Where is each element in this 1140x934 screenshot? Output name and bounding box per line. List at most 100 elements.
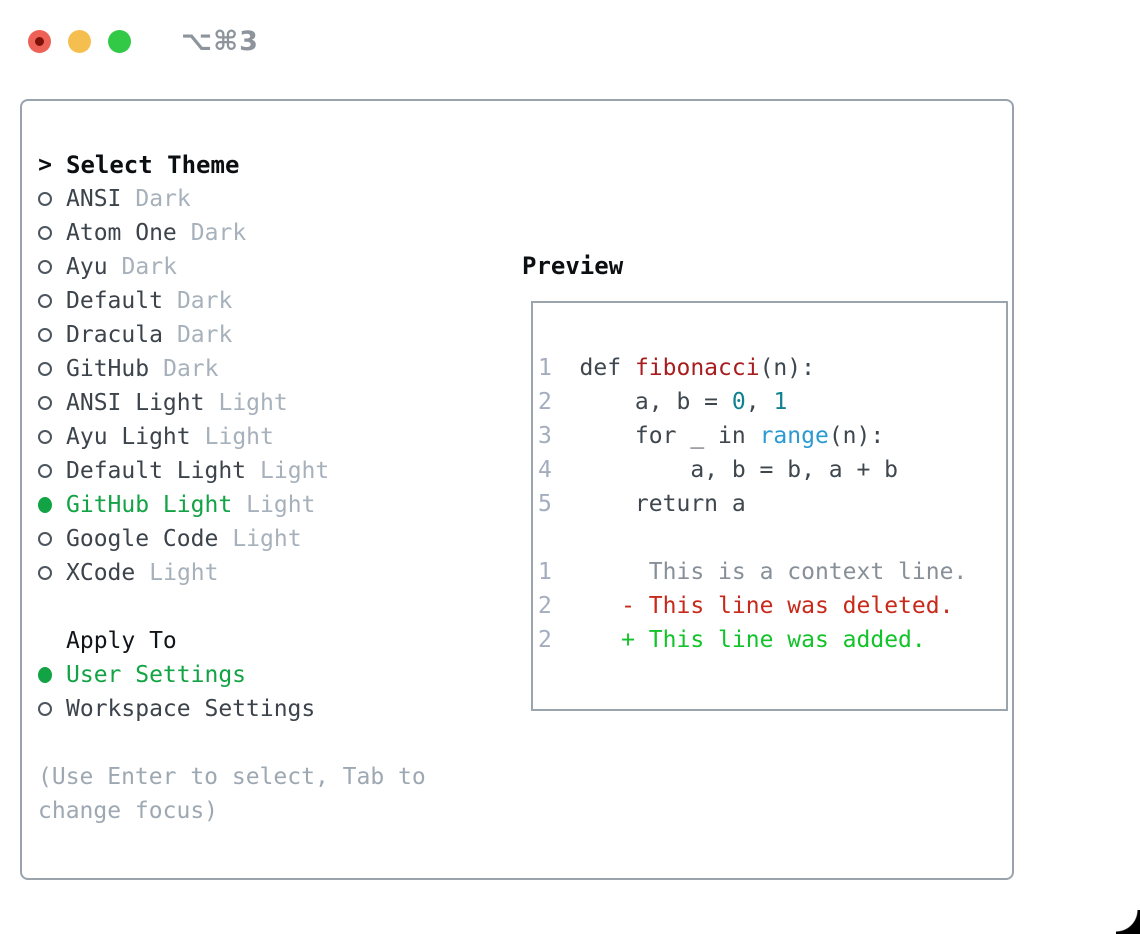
select-theme-header: > Select Theme [38,148,426,182]
theme-name: Google Code [66,526,219,552]
theme-option[interactable]: Default Light Light [38,454,426,488]
theme-variant: Dark [190,220,247,246]
radio-slot [38,454,52,488]
radio-icon [38,362,52,376]
close-button-icon[interactable] [28,30,51,53]
code-token-number: 1 [773,389,788,415]
code-token-plain: (n): [828,423,885,449]
code-token-plain: (n): [759,355,815,381]
select-theme-title: Select Theme [66,151,240,179]
radio-icon [38,566,52,580]
code-line: 5 return a [538,487,1006,521]
theme-variant: Light [232,526,302,552]
radio-icon [38,328,52,342]
radio-slot [38,488,52,522]
theme-variant: Light [246,492,316,518]
radio-slot [38,522,52,556]
code-token-function: fibonacci [634,355,760,381]
code-token-number: 0 [731,389,746,415]
code-token-plain: return a [579,491,746,517]
theme-name: GitHub Light [66,492,233,518]
theme-option[interactable]: Ayu Light Light [38,420,426,454]
line-number: 2 [538,627,622,653]
apply-to-title: Apply To [66,628,177,654]
blank-line [538,521,1006,555]
line-number: 3 [538,423,580,449]
diff-text-context: This is a context line. [621,559,968,585]
line-number: 1 [538,355,580,381]
radio-selected-icon [38,497,52,513]
radio-slot [38,318,52,352]
theme-variant: Dark [163,356,219,382]
theme-name: Ayu Light [66,424,191,450]
radio-icon [38,702,52,716]
apply-to-header-row: Apply To [38,624,426,658]
radio-slot [38,386,52,420]
screenshot-rounded-corner [1116,910,1140,934]
empty-slot [38,624,52,658]
hint-text: (Use Enter to select, Tab to change focus… [38,760,426,828]
radio-slot [38,420,52,454]
line-number: 2 [538,389,580,415]
radio-slot [38,692,52,726]
code-line: 4 a, b = b, a + b [538,453,1006,487]
diff-text-added: + This line was added. [621,627,926,653]
line-number: 1 [538,559,622,585]
diff-preview: 1 This is a context line.2 - This line w… [538,555,1006,657]
radio-slot [38,352,52,386]
radio-slot [38,216,52,250]
theme-variant: Dark [176,288,233,314]
keyboard-shortcut-label: ⌥⌘3 [181,26,259,57]
radio-slot [38,556,52,590]
theme-option[interactable]: ANSI Light Light [38,386,426,420]
radio-icon [38,260,52,274]
theme-option[interactable]: Google Code Light [38,522,426,556]
code-line: 2 a, b = 0, 1 [538,385,1006,419]
diff-line: 2 - This line was deleted. [538,589,1006,623]
theme-name: Dracula [66,322,163,348]
code-token-plain: for _ in [579,423,760,449]
radio-selected-icon [38,667,52,683]
line-number: 5 [538,491,580,517]
minimize-button-icon[interactable] [68,30,91,53]
radio-icon [38,464,52,478]
apply-to-option[interactable]: User Settings [38,658,426,692]
theme-name: ANSI Light [66,390,205,416]
code-token-plain: a, b = [579,389,732,415]
theme-variant: Light [260,458,330,484]
spacer [38,726,426,760]
apply-to-option[interactable]: Workspace Settings [38,692,426,726]
theme-variant: Light [218,390,288,416]
apply-to-label: User Settings [66,662,247,688]
code-token-plain: a, b = b, a + b [579,457,899,483]
preview-title: Preview [522,252,624,280]
cursor-icon: > [38,152,52,178]
theme-name: Default Light [66,458,247,484]
zoom-button-icon[interactable] [108,30,131,53]
line-number: 2 [538,593,622,619]
theme-variant: Dark [176,322,233,348]
theme-option[interactable]: Dracula Dark [38,318,426,352]
hint-line: (Use Enter to select, Tab to [38,764,426,790]
code-token-plain: def [579,355,635,381]
diff-line: 1 This is a context line. [538,555,1006,589]
diff-line: 2 + This line was added. [538,623,1006,657]
code-line: 3 for _ in range(n): [538,419,1006,453]
hint-line: change focus) [38,798,219,824]
spacer [38,590,426,624]
theme-option[interactable]: GitHub Light Light [38,488,426,522]
theme-variant: Light [204,424,274,450]
radio-slot [38,658,52,692]
